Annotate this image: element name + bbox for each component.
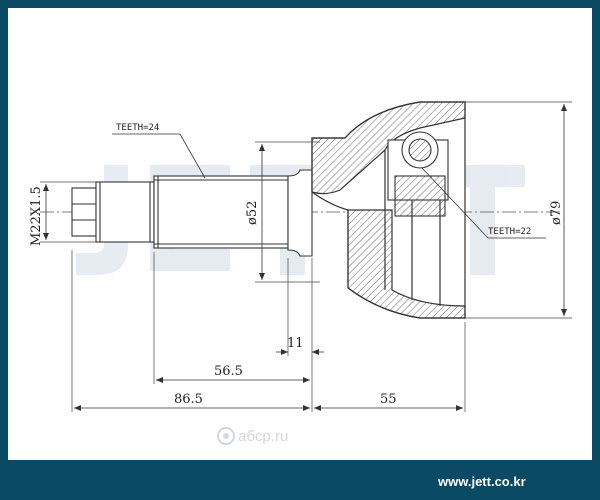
- ball-cage: [387, 131, 449, 217]
- spline-shaft: [153, 169, 313, 257]
- len-55-label: 55: [380, 392, 397, 407]
- teeth-24-label: TEETH=24: [116, 123, 159, 133]
- dia-52-label: ø52: [245, 201, 260, 225]
- dia-79-label: ø79: [549, 201, 564, 225]
- len-86-5-label: 86.5: [174, 392, 203, 407]
- site-url[interactable]: www.jett.co.kr: [437, 474, 526, 489]
- leader-lines: [112, 133, 546, 239]
- abcp-watermark: aбcp.ru: [217, 427, 288, 445]
- thread-end: [71, 181, 155, 243]
- watermark-text: aбcp.ru: [238, 428, 288, 445]
- dimension-lines: [43, 104, 567, 411]
- teeth-22-label: TEETH=22: [488, 227, 531, 237]
- thread-label: M22X1.5: [29, 186, 44, 246]
- len-56-5-label: 56.5: [214, 364, 243, 379]
- len-11-label: 11: [287, 336, 304, 351]
- footer-band: www.jett.co.kr: [385, 460, 600, 500]
- extension-lines: [40, 101, 572, 412]
